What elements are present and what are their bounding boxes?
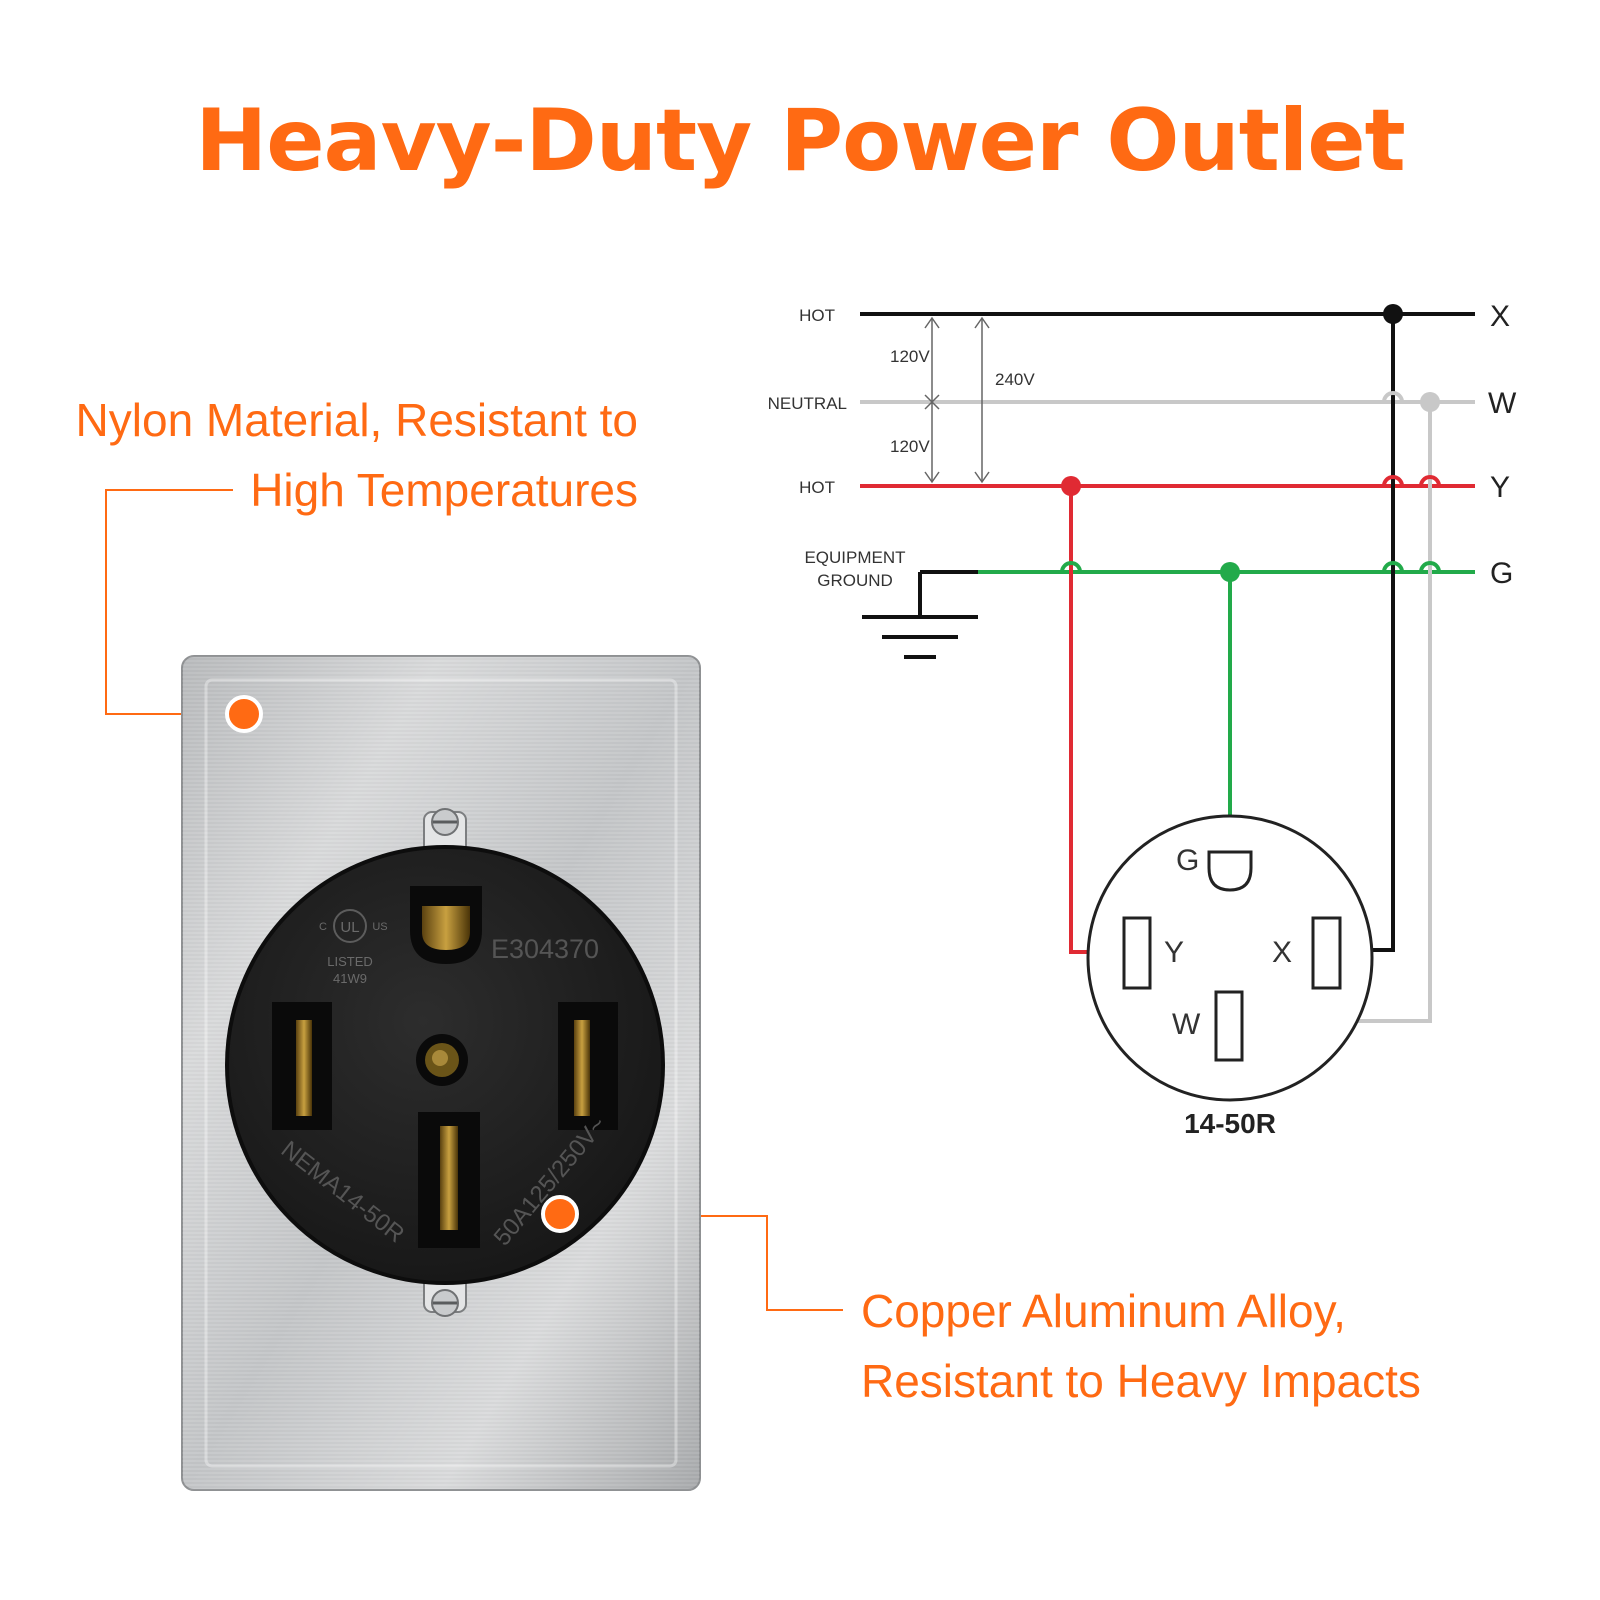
slot-left-hot xyxy=(272,1002,332,1130)
junction-dot-g xyxy=(1220,562,1240,582)
label-neutral: NEUTRAL xyxy=(768,394,847,413)
junction-dot-x xyxy=(1383,304,1403,324)
callout-copper-alloy: Copper Aluminum Alloy, Resistant to Heav… xyxy=(861,1276,1421,1416)
callout-nylon-material: Nylon Material, Resistant to High Temper… xyxy=(76,385,638,525)
label-240v: 240V xyxy=(995,370,1035,389)
pin-label-x: X xyxy=(1272,936,1292,969)
junction-dot-w xyxy=(1420,392,1440,412)
label-hot-top: HOT xyxy=(799,306,835,325)
pin-y-symbol xyxy=(1122,916,1152,990)
callout-copper-line-2: Resistant to Heavy Impacts xyxy=(861,1355,1421,1407)
pin-label-y: Y xyxy=(1164,936,1184,969)
pin-ground-symbol xyxy=(1207,850,1253,892)
junction-dot-y xyxy=(1061,476,1081,496)
ul-mark-text: UL xyxy=(340,919,359,936)
receptacle-schematic xyxy=(1086,814,1374,1102)
page-title: Heavy-Duty Power Outlet xyxy=(195,91,1405,191)
top-mounting-screw xyxy=(423,808,467,855)
callout-marker-nylon xyxy=(225,695,263,733)
bus-label-g: G xyxy=(1490,557,1513,590)
bus-label-y: Y xyxy=(1490,471,1510,504)
callout-marker-copper xyxy=(541,1195,579,1233)
wiring-diagram: HOT NEUTRAL HOT EQUIPMENT GROUND 120V 12… xyxy=(768,300,1517,1139)
ul-right-text: US xyxy=(372,921,387,933)
label-120v-top: 120V xyxy=(890,347,930,366)
callout-copper-line-1: Copper Aluminum Alloy, xyxy=(861,1285,1346,1337)
ground-slot xyxy=(410,886,482,964)
listed-text: LISTED xyxy=(327,954,373,969)
ul-left-text: C xyxy=(319,921,327,933)
label-120v-bottom: 120V xyxy=(890,437,930,456)
callout-nylon-line-1: Nylon Material, Resistant to xyxy=(75,394,638,446)
label-equipment: EQUIPMENT xyxy=(804,548,905,567)
label-hot-bottom: HOT xyxy=(799,478,835,497)
bus-label-x: X xyxy=(1490,300,1510,333)
voltage-dimension-lines xyxy=(924,316,990,484)
label-ground: GROUND xyxy=(817,571,893,590)
wire-crossovers xyxy=(1060,391,1441,573)
bus-label-w: W xyxy=(1488,387,1517,420)
wire-x-drop xyxy=(1340,314,1395,952)
pin-w-symbol xyxy=(1214,990,1244,1062)
callout-nylon-line-2: High Temperatures xyxy=(250,464,638,516)
listed-code-text: 41W9 xyxy=(333,971,367,986)
receptacle-model-label: 14-50R xyxy=(1184,1108,1276,1139)
ul-listing-mark: UL C US LISTED 41W9 xyxy=(319,909,388,986)
pin-x-symbol xyxy=(1311,916,1342,990)
ground-symbol xyxy=(862,570,978,659)
pin-label-g: G xyxy=(1176,844,1199,877)
pin-label-w: W xyxy=(1172,1008,1201,1041)
slot-right-hot xyxy=(558,1002,618,1130)
file-number-marking: E304370 xyxy=(491,934,599,964)
leader-line-nylon xyxy=(105,489,244,715)
center-rivet xyxy=(416,1034,468,1086)
slot-neutral xyxy=(418,1112,480,1248)
